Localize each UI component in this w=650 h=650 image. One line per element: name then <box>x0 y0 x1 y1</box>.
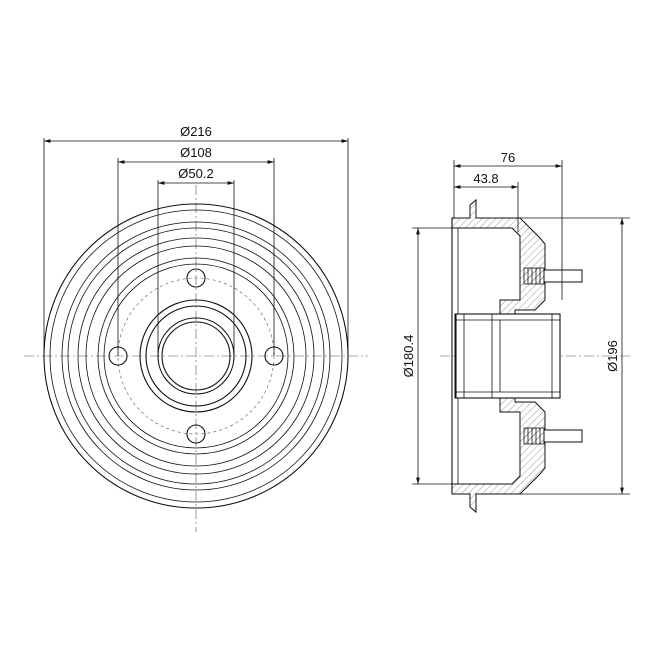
drum-ring-6 <box>97 257 295 455</box>
dim-label-outer-diameter: Ø216 <box>180 124 212 139</box>
dim-label-center-bore: Ø50.2 <box>178 166 213 181</box>
dim-label-overall-height: 76 <box>501 150 515 165</box>
hub-body <box>455 313 561 399</box>
dim-label-offset: 43.8 <box>473 171 498 186</box>
drum-ring-3 <box>67 227 325 485</box>
dim-label-inner-diameter: Ø180.4 <box>401 335 416 378</box>
hub-ring <box>145 305 247 407</box>
drum-ring-5 <box>85 245 307 467</box>
bolt-hole-bottom <box>186 424 206 444</box>
dim-label-side-outer-diameter: Ø196 <box>605 340 620 372</box>
drum-ring-4 <box>77 237 315 475</box>
drum-ring-2 <box>61 221 331 491</box>
stud-bottom <box>523 427 583 445</box>
center-bore-inner <box>161 321 231 391</box>
drum-ring-7 <box>103 263 289 449</box>
side-view: 76 43.8 Ø180.4 Ø196 <box>401 150 630 514</box>
drum-ring-1 <box>49 209 343 503</box>
bolt-hole-top <box>186 268 206 288</box>
stud-top <box>523 267 583 285</box>
hub-outer-circle <box>139 299 253 413</box>
front-view: Ø216 Ø108 Ø50.2 <box>24 124 368 532</box>
dim-label-bolt-circle: Ø108 <box>180 145 212 160</box>
